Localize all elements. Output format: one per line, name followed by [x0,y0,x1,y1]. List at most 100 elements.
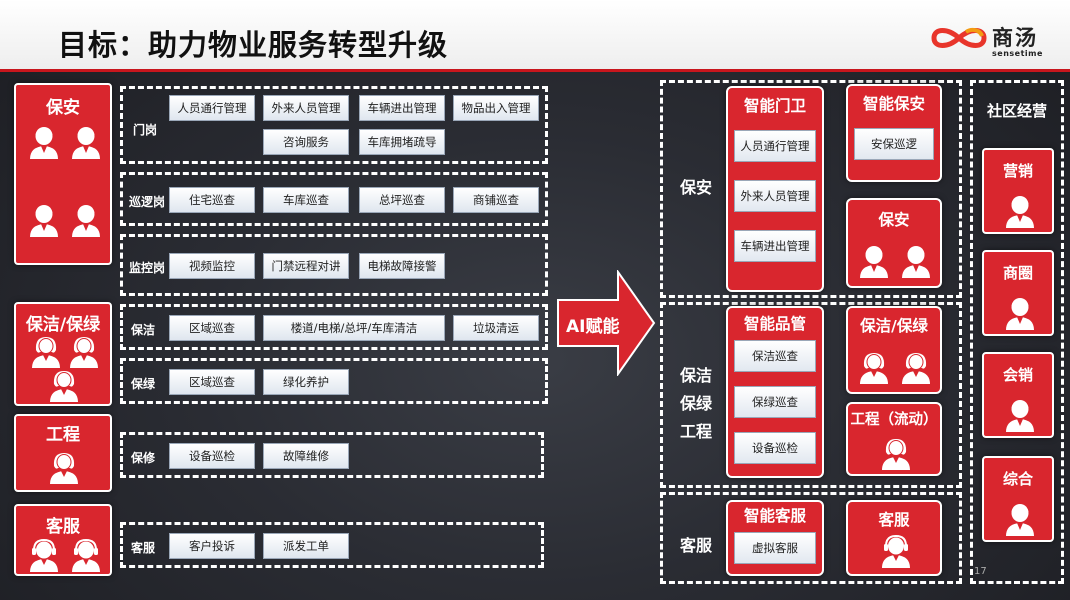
row-green: 保绿 区域巡查 绿化养护 [120,358,548,404]
title-bar [0,0,1070,72]
task-item: 总坪巡查 [359,187,445,213]
card-engineering-title: 工程（流动） [850,412,938,428]
category-engineering-label: 工程 [46,425,80,445]
row-monitor: 监控岗 视频监控 门禁远程对讲 电梯故障接警 [120,234,548,296]
task-item: 故障维修 [263,443,349,469]
security-guard-icon [28,203,60,237]
community-item-event-sales: 会销 [982,352,1054,438]
task-item: 车库巡查 [263,187,349,213]
community-item-business: 商圈 [982,250,1054,336]
security-guard-icon [858,244,890,278]
task-item: 车辆进出管理 [359,95,445,121]
logo-text-en: sensetime [992,49,1043,58]
card-smart-gate-title: 智能门卫 [743,97,806,115]
card-security: 保安 [846,198,942,288]
customer-service-icon [28,538,60,572]
card-smart-security-title: 智能保安 [862,95,925,113]
sensetime-logo-icon [931,27,987,48]
card-cleaning: 保洁/保绿 [846,306,942,394]
card-security-title: 保安 [878,211,910,229]
task-item: 外来人员管理 [734,180,816,212]
cleaner-icon [900,350,932,384]
cleaner-icon [858,350,890,384]
category-service-label: 客服 [46,517,80,537]
group-cleaning-label: 保洁 [680,366,713,385]
task-item: 绿化养护 [263,369,349,395]
row-patrol-label: 巡逻岗 [129,195,166,209]
task-item: 保洁巡查 [734,340,816,372]
card-smart-quality: 智能品管 保洁巡查 保绿巡查 设备巡检 [726,306,824,478]
task-item: 门禁远程对讲 [263,253,349,279]
group-cleaning [660,302,962,488]
task-item: 人员通行管理 [169,95,255,121]
row-gate-label: 门岗 [133,123,158,137]
task-item: 区域巡查 [169,315,255,341]
task-item: 车辆进出管理 [734,230,816,262]
card-smart-gate: 智能门卫 人员通行管理 外来人员管理 车辆进出管理 [726,86,824,292]
card-smart-security: 智能保安 安保巡逻 [846,84,942,182]
customer-service-icon [880,534,912,568]
page-number: 17 [974,566,987,577]
task-item: 保绿巡查 [734,386,816,418]
card-service-title: 客服 [878,511,910,529]
task-item: 视频监控 [169,253,255,279]
security-guard-icon [900,244,932,278]
customer-service-icon [70,538,102,572]
security-guard-icon [70,125,102,159]
category-cleaning-label: 保洁/保绿 [25,315,101,335]
task-item: 咨询服务 [263,129,349,155]
community-item-label: 营销 [1002,162,1033,180]
task-item: 设备巡检 [169,443,255,469]
row-repair: 保修 设备巡检 故障维修 [120,432,544,478]
security-guard-icon [28,125,60,159]
category-service: 客服 [14,504,112,576]
engineer-icon [48,450,80,484]
logo-text-cn: 商汤 [992,26,1038,50]
task-item: 客户投诉 [169,533,255,559]
card-service: 客服 [846,500,942,576]
card-smart-service-title: 智能客服 [743,507,806,525]
row-monitor-label: 监控岗 [129,261,166,275]
task-item: 安保巡逻 [854,128,934,160]
group-service [660,492,962,584]
group-green-label: 保绿 [680,394,713,413]
ai-enable-label: AI赋能 [566,317,620,337]
cleaner-icon [48,368,80,402]
task-item: 区域巡查 [169,369,255,395]
row-green-label: 保绿 [131,377,156,391]
category-engineering: 工程 [14,414,112,492]
task-item: 物品出入管理 [453,95,539,121]
task-item: 垃圾清运 [453,315,539,341]
card-smart-quality-title: 智能品管 [743,315,806,333]
person-icon [1004,398,1036,432]
row-cs-label: 客服 [131,541,156,555]
category-cleaning: 保洁/保绿 [14,302,112,406]
group-service-label: 客服 [680,536,713,555]
group-engineering-label: 工程 [680,422,713,441]
page-title: 目标：助力物业服务转型升级 [58,28,449,62]
community-title: 社区经营 [986,102,1047,120]
row-patrol: 巡逻岗 住宅巡查 车库巡查 总坪巡查 商铺巡查 [120,172,548,226]
task-item: 电梯故障接警 [359,253,445,279]
person-icon [1004,502,1036,536]
row-clean: 保洁 区域巡查 楼道/电梯/总坪/车库清洁 垃圾清运 [120,304,548,350]
row-clean-label: 保洁 [131,323,156,337]
community-item-marketing: 营销 [982,148,1054,234]
group-security-label: 保安 [680,178,713,197]
community-panel [970,80,1064,584]
cleaner-icon [30,334,62,368]
engineer-icon [880,436,912,470]
card-engineering: 工程（流动） [846,402,942,476]
task-item: 设备巡检 [734,432,816,464]
group-security [660,80,962,298]
category-security-label: 保安 [46,98,80,118]
row-repair-label: 保修 [131,451,156,465]
community-item-label: 综合 [1002,470,1033,488]
task-item: 人员通行管理 [734,130,816,162]
card-cleaning-title: 保洁/保绿 [860,317,928,335]
security-guard-icon [70,203,102,237]
task-item: 外来人员管理 [263,95,349,121]
cleaner-icon [68,334,100,368]
community-item-general: 综合 [982,456,1054,542]
task-item: 住宅巡查 [169,187,255,213]
